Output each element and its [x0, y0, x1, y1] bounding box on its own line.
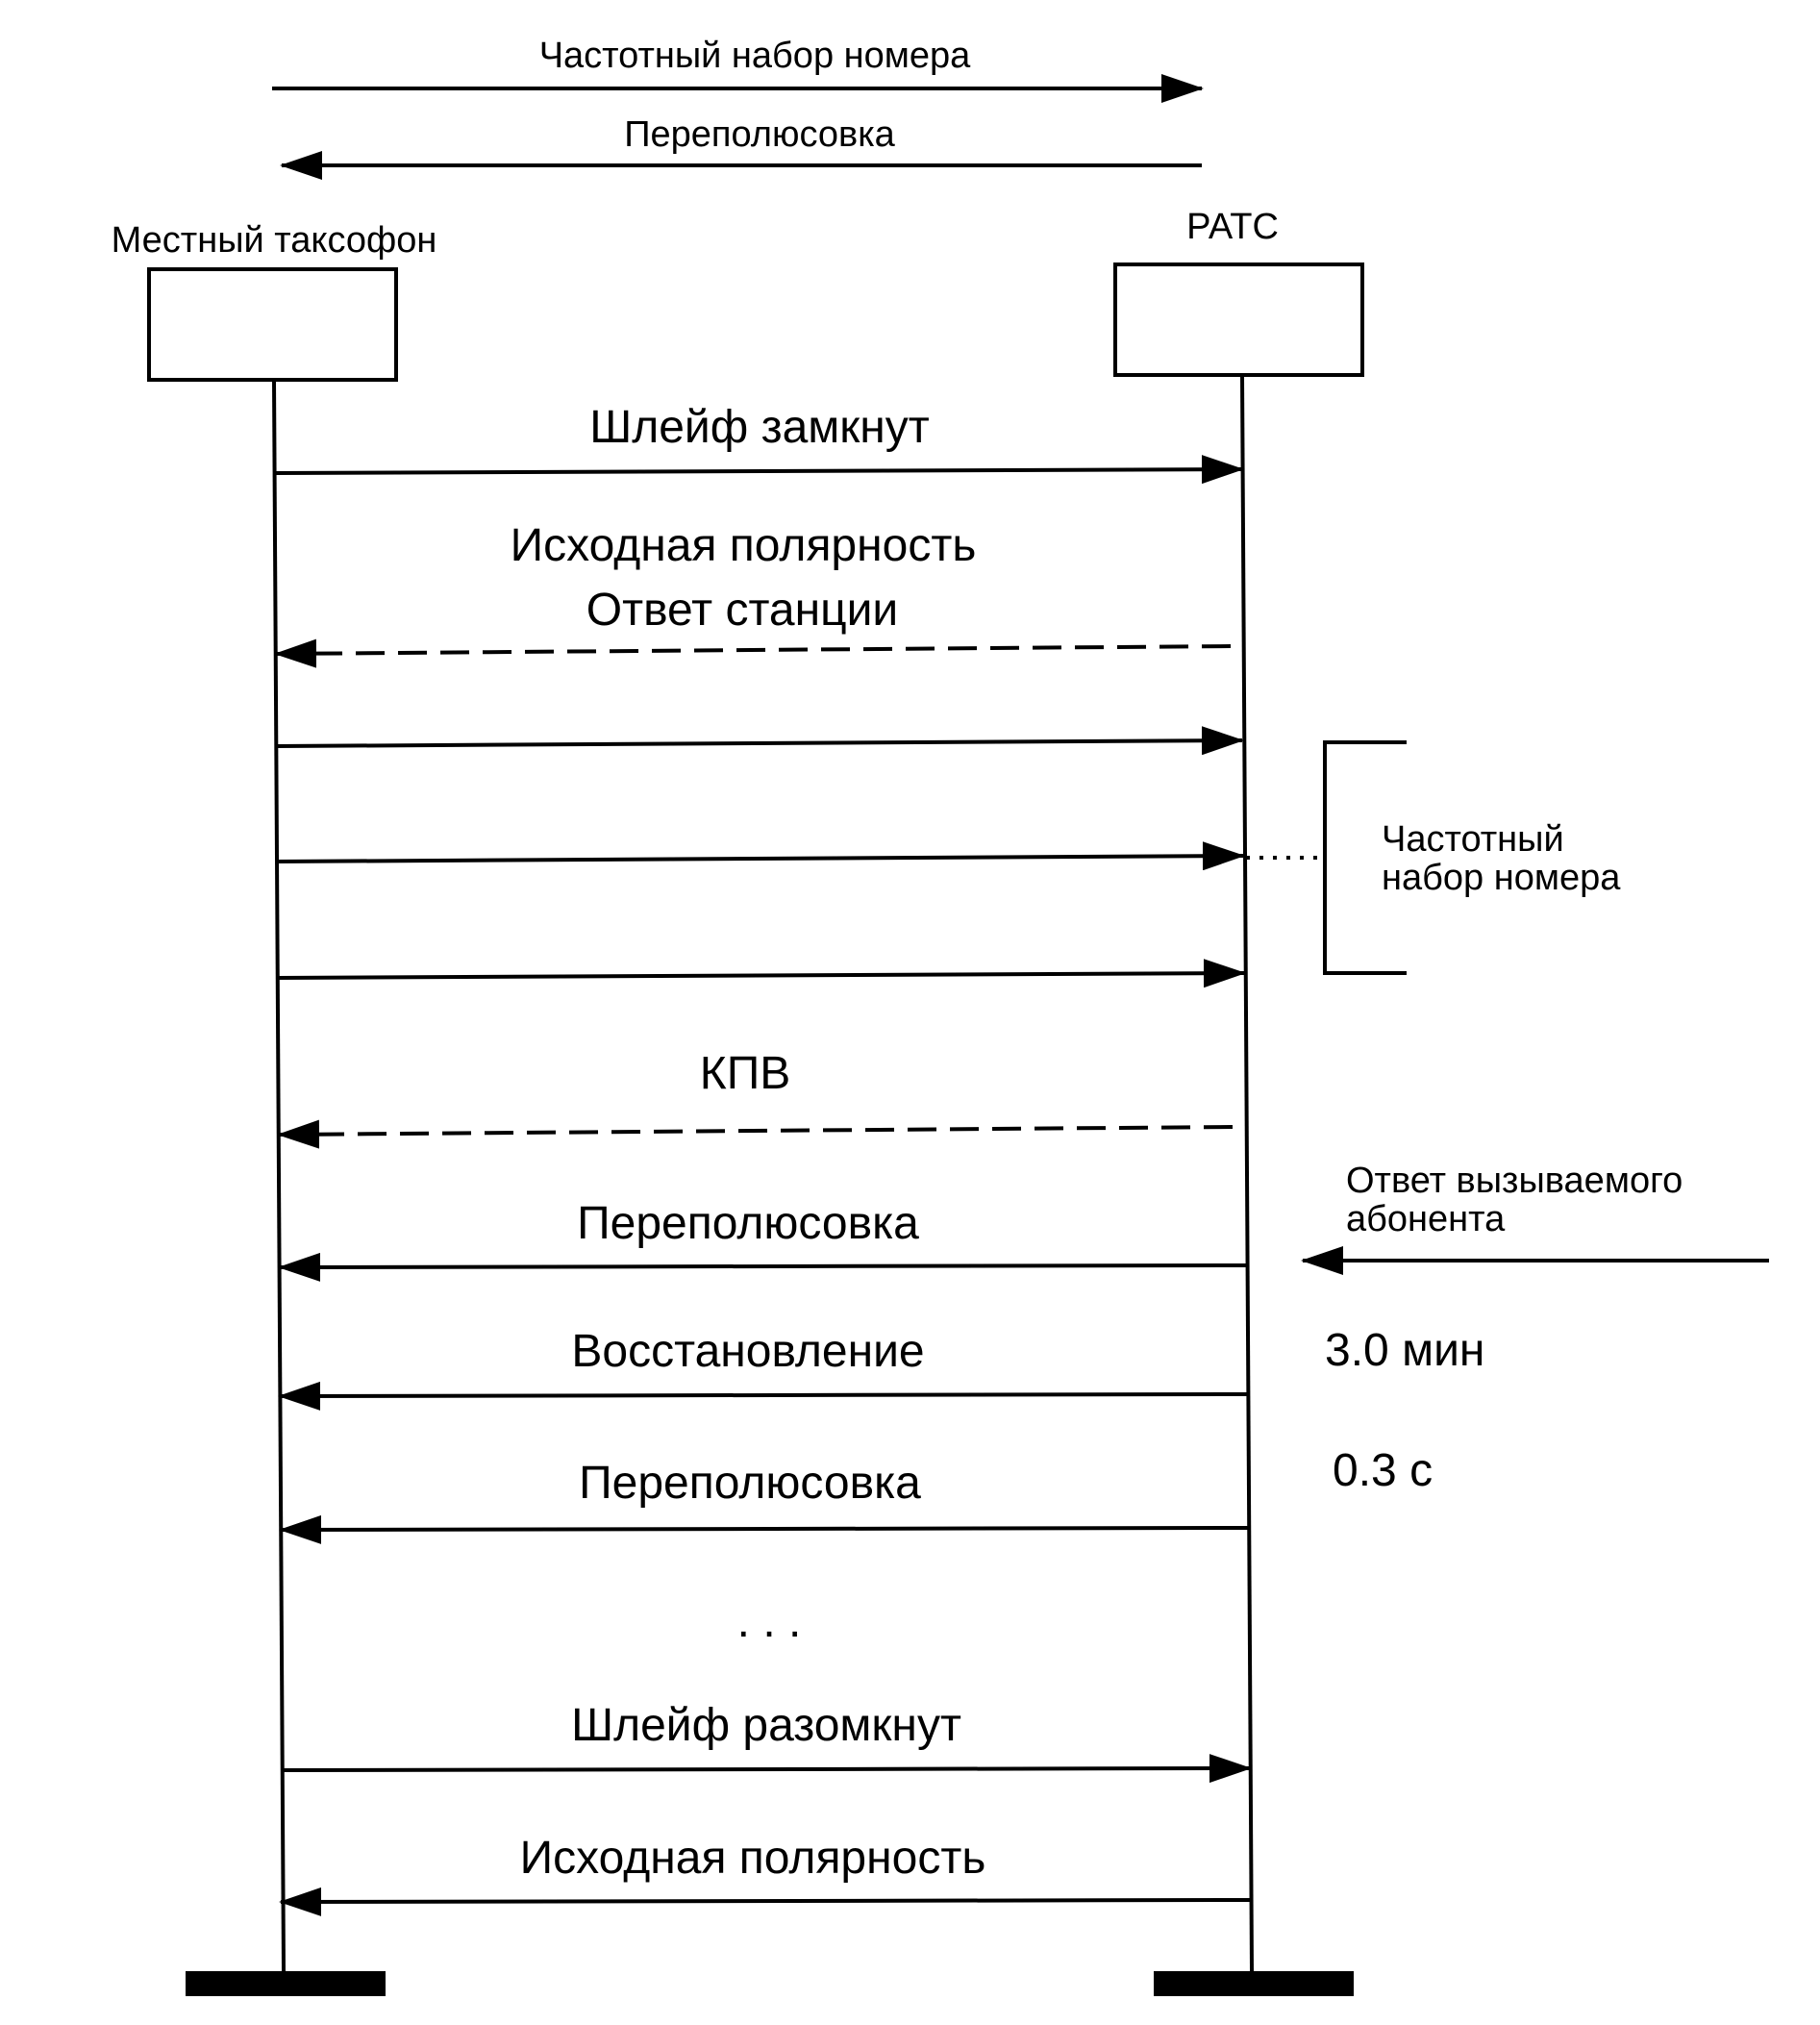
msg-restore-label: Восстановление — [571, 1326, 924, 1377]
msg-station-answer-label: Ответ станции — [586, 585, 898, 636]
dtmf-group-label-line1: Частотный — [1382, 819, 1564, 860]
msg-restore-arrow — [278, 1381, 1248, 1411]
left-entity-label: Местный таксофон — [112, 220, 437, 261]
msg-dtmf-arrow — [276, 959, 1246, 988]
right-entity-box — [1113, 262, 1364, 377]
msg-reversal-1-arrow — [278, 1252, 1248, 1282]
callee-answer-label-line2: абонента — [1346, 1199, 1506, 1239]
right-lifeline — [1240, 374, 1254, 1972]
msg-reversal-2-label: Переполюсовка — [579, 1458, 921, 1509]
msg-loop-open-label: Шлейф разомкнут — [571, 1700, 961, 1751]
right-lifeline-end — [1154, 1971, 1354, 1996]
msg-station-answer-arrow — [274, 638, 1232, 668]
left-lifeline — [272, 379, 286, 1972]
msg-dtmf-arrow — [275, 841, 1245, 871]
msg-ringback-label: КПВ — [700, 1048, 790, 1099]
left-lifeline-end — [186, 1971, 386, 1996]
msg-initial-polarity-end-arrow — [279, 1887, 1251, 1916]
msg-initial-polarity-end-label: Исходная полярность — [520, 1833, 986, 1884]
legend-reversal-label: Переполюсовка — [624, 114, 895, 155]
legend-dtmf-label: Частотный набор номера — [539, 36, 971, 76]
duration-reversal-label: 0.3 с — [1333, 1445, 1433, 1496]
left-entity-box — [147, 267, 398, 382]
msg-dtmf-arrow — [275, 726, 1244, 756]
dtmf-group-label-line2: набор номера — [1382, 858, 1621, 898]
right-entity-label: РАТС — [1186, 207, 1279, 247]
duration-restore-label: 3.0 мин — [1325, 1325, 1484, 1376]
sequence-ellipsis: . . . — [737, 1596, 802, 1647]
msg-ringback-arrow — [277, 1119, 1234, 1149]
msg-loop-closed-label: Шлейф замкнут — [589, 402, 930, 453]
msg-reversal-2-arrow — [279, 1514, 1249, 1544]
msg-loop-closed-arrow — [275, 455, 1244, 485]
msg-reversal-1-label: Переполюсовка — [577, 1198, 919, 1249]
msg-loop-open-arrow — [280, 1754, 1252, 1784]
callee-answer-label-line1: Ответ вызываемого — [1346, 1161, 1683, 1201]
dtmf-group-bracket — [1323, 740, 1407, 975]
msg-initial-polarity-label: Исходная полярность — [511, 520, 977, 571]
